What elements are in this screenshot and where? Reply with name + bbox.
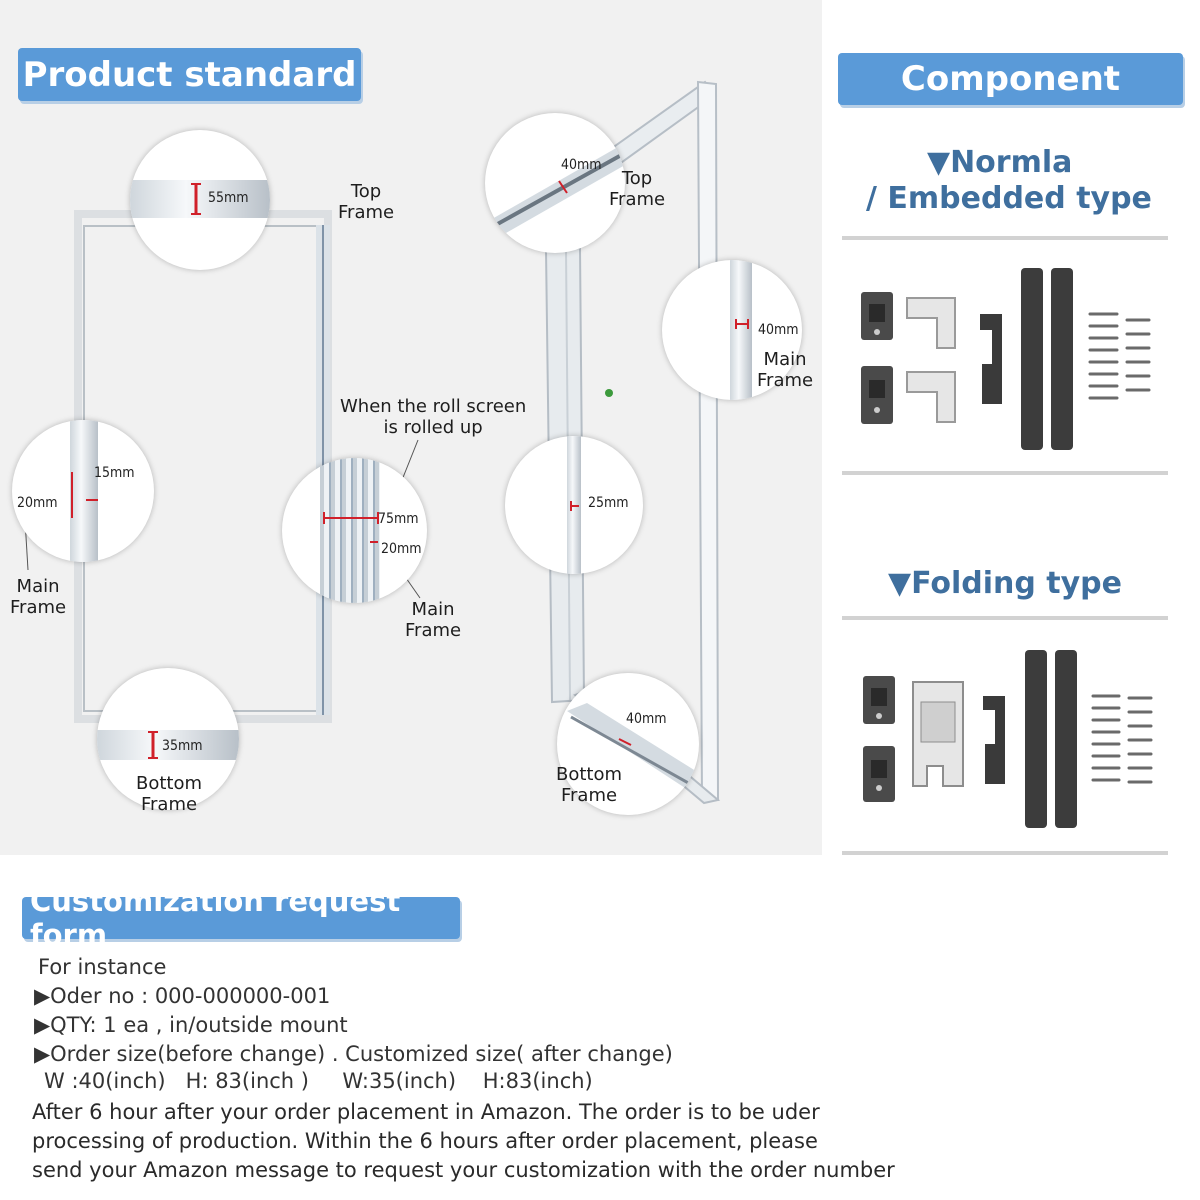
dim-40mm-bottom: 40mm [626,711,667,727]
dim-40mm-top: 40mm [561,157,602,173]
main-frame-label-left: Main Frame [10,576,67,618]
normal-type-title-2: / Embedded type [866,181,1152,216]
folding-type-parts-image [863,650,1153,828]
form-order-size: ▶Order size(before change) . Customized … [34,1042,673,1066]
bottom-frame-label-left: Bottom Frame [136,773,203,815]
dim-15mm: 15mm [94,465,135,481]
form-note-line-3: send your Amazon message to request your… [32,1158,895,1182]
bottom-frame-detail-circle [97,668,239,810]
component-heading: Component [838,53,1183,105]
form-order-number: ▶Oder no : 000-000000-001 [34,984,331,1008]
dim-40mm-main: 40mm [758,322,799,338]
normal-type-title-1: ▼Normla [927,145,1073,180]
divider-2 [842,471,1168,475]
divider-1 [842,236,1168,240]
dim-75mm: 75mm [378,511,419,527]
product-standard-heading: Product standard [18,48,361,101]
main-frame-label-right: Main Frame [757,349,814,391]
dim-25mm: 25mm [588,495,629,511]
main-frame-label-mid: Main Frame [405,599,462,641]
form-note-line-1: After 6 hour after your order placement … [32,1100,820,1124]
dim-20mm-mid: 20mm [381,541,422,557]
top-frame-label-right: Top Frame [609,168,666,210]
rolled-up-detail-circle [282,458,427,603]
dim-35mm: 35mm [162,738,203,754]
top-frame-detail-circle-right [485,113,625,253]
top-frame-detail-circle [130,130,270,270]
normal-type-parts-image [861,268,1151,450]
rolled-up-label: When the roll screen is rolled up [340,396,527,438]
main-frame-detail-circle-right [662,260,802,400]
form-quantity: ▶QTY: 1 ea , in/outside mount [34,1013,348,1037]
bottom-frame-label-right: Bottom Frame [556,764,623,806]
main-frame-detail-circle [12,420,154,562]
folding-type-title: ▼Folding type [888,566,1122,601]
divider-3 [842,616,1168,620]
form-size-values: W :40(inch) H: 83(inch ) W:35(inch) H:83… [44,1069,593,1093]
mid-frame-detail-circle-right [505,436,643,574]
dim-20mm-left: 20mm [17,495,58,511]
form-example-label: For instance [38,955,167,979]
form-note-line-2: processing of production. Within the 6 h… [32,1129,818,1153]
customization-heading: Customization request form [22,884,460,952]
bottom-frame-detail-circle-right [557,673,699,815]
divider-4 [842,851,1168,855]
top-frame-label-left: Top Frame [338,181,395,223]
dim-55mm: 55mm [208,190,249,206]
